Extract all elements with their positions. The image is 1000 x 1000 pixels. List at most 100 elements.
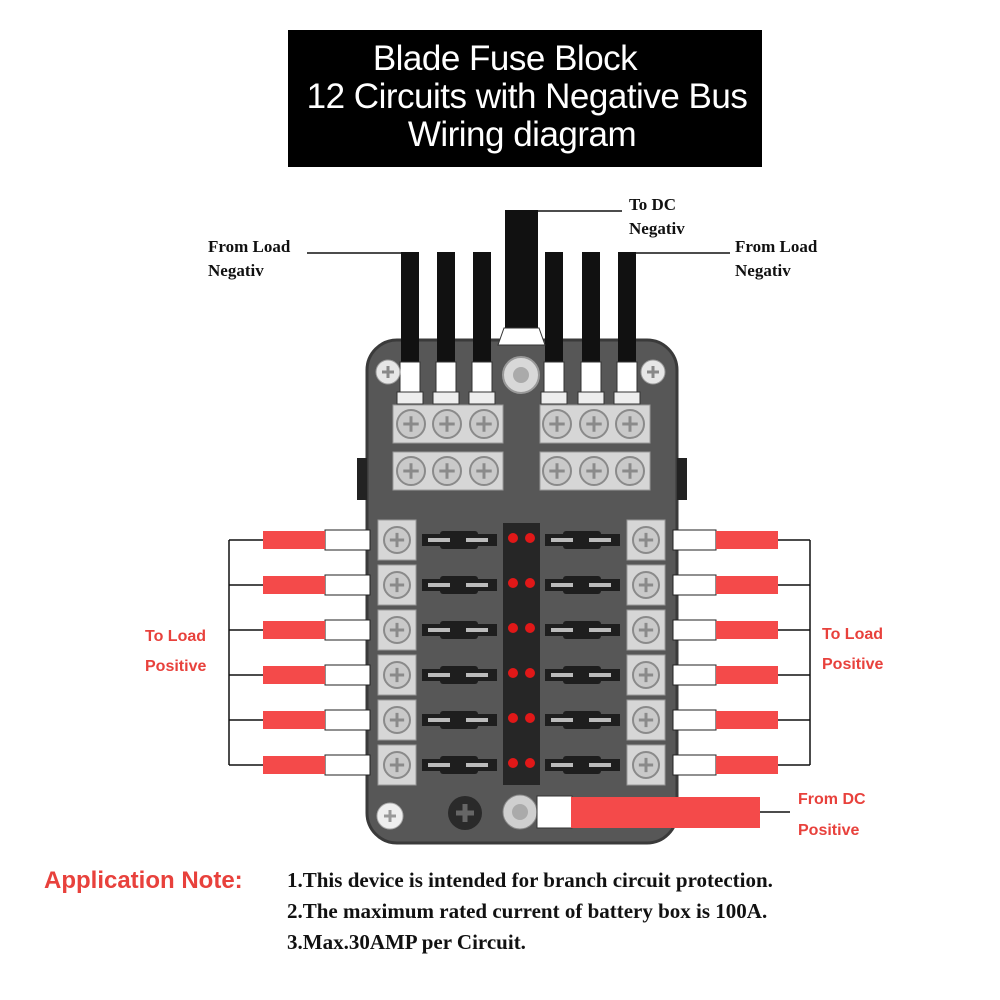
screw-cross xyxy=(549,416,565,432)
load-positive-wire-right xyxy=(716,711,778,729)
label-line: To Load xyxy=(145,628,206,645)
wire-ferrule xyxy=(399,361,421,393)
screw-icon xyxy=(383,751,411,779)
label-line: Positive xyxy=(822,656,883,673)
screw-icon xyxy=(432,456,462,486)
slot-contact xyxy=(551,538,573,542)
screw-cross xyxy=(476,416,492,432)
label-from-load-negative-right: From Load Negativ xyxy=(636,237,818,280)
fuse-slot-center xyxy=(440,666,478,684)
screw-icon xyxy=(383,526,411,554)
slot-contact xyxy=(428,538,450,542)
label-line: Negativ xyxy=(629,219,685,238)
led-indicator xyxy=(508,713,518,723)
fuse-slot-center xyxy=(563,666,601,684)
led-indicator-strip xyxy=(503,523,540,785)
slot-contact xyxy=(589,763,611,767)
led-indicator xyxy=(525,758,535,768)
screw-cross xyxy=(638,757,654,773)
mount-screw-icon xyxy=(640,359,666,385)
screw-icon xyxy=(383,661,411,689)
ferrule-collar xyxy=(432,391,460,405)
led-indicator xyxy=(525,533,535,543)
slot-contact xyxy=(428,583,450,587)
screw-cross xyxy=(549,463,565,479)
slot-contact xyxy=(466,763,488,767)
stud-center xyxy=(513,367,529,383)
side-clip-left xyxy=(357,458,367,500)
from-dc-positive-wire xyxy=(571,797,760,828)
screw-icon xyxy=(632,706,660,734)
led-indicator xyxy=(525,713,535,723)
negative-wire xyxy=(401,252,419,364)
screw-icon xyxy=(579,409,609,439)
screw-cross xyxy=(389,577,405,593)
negative-wire xyxy=(545,252,563,364)
ferrule-collar xyxy=(577,391,605,405)
wire-ferrule xyxy=(471,361,493,393)
negative-wire xyxy=(618,252,636,364)
load-positive-wire-right xyxy=(716,531,778,549)
screw-icon xyxy=(469,409,499,439)
screw-cross xyxy=(403,416,419,432)
wire-ferrule xyxy=(543,361,565,393)
negative-bus-bars xyxy=(392,404,651,491)
led-indicator xyxy=(525,578,535,588)
screw-icon xyxy=(615,409,645,439)
label-line: Positive xyxy=(798,822,859,839)
label-to-load-positive-left: To Load Positive xyxy=(145,628,206,675)
screw-icon xyxy=(542,409,572,439)
screw-cross xyxy=(389,712,405,728)
circuit-row xyxy=(229,609,810,651)
wire-ferrule xyxy=(324,529,371,551)
load-positive-wire-left xyxy=(263,531,325,549)
slot-contact xyxy=(589,718,611,722)
wire-ferrule xyxy=(672,754,717,776)
screw-icon xyxy=(396,456,426,486)
note-item: 2.The maximum rated current of battery b… xyxy=(287,899,767,923)
slot-contact xyxy=(428,763,450,767)
negative-wire xyxy=(437,252,455,364)
label-to-dc-negative: To DC Negativ xyxy=(537,195,685,238)
slot-contact xyxy=(551,628,573,632)
application-note-heading: Application Note: xyxy=(44,867,243,894)
screw-icon xyxy=(383,616,411,644)
title-line-1: Blade Fuse Block xyxy=(373,39,638,78)
load-positive-wire-left xyxy=(263,576,325,594)
wire-ferrule xyxy=(324,619,371,641)
note-item: 3.Max.30AMP per Circuit. xyxy=(287,930,526,954)
led-indicator xyxy=(525,623,535,633)
wire-ferrule xyxy=(324,709,371,731)
screw-cross xyxy=(439,416,455,432)
slot-contact xyxy=(466,628,488,632)
fuse-slot-center xyxy=(440,531,478,549)
screw-cross xyxy=(389,757,405,773)
slot-contact xyxy=(428,718,450,722)
fuse-slot-center xyxy=(440,621,478,639)
label-line: To Load xyxy=(822,626,883,643)
dc-negative-wire xyxy=(505,210,538,328)
slot-contact xyxy=(589,538,611,542)
fuse-slot-center xyxy=(563,711,601,729)
cover-screw-icon xyxy=(448,796,482,830)
screw-icon xyxy=(632,751,660,779)
application-note: Application Note: 1.This device is inten… xyxy=(44,867,773,954)
note-item: 1.This device is intended for branch cir… xyxy=(287,868,773,892)
label-to-load-positive-right: To Load Positive xyxy=(822,626,883,673)
title-box: Blade Fuse Block 12 Circuits with Negati… xyxy=(288,30,762,167)
screw-icon xyxy=(632,526,660,554)
negative-wire xyxy=(473,252,491,364)
screw-icon xyxy=(632,616,660,644)
fuse-slot-center xyxy=(563,621,601,639)
load-positive-wire-left xyxy=(263,711,325,729)
screw-cross xyxy=(622,463,638,479)
fuse-slot-center xyxy=(563,531,601,549)
wire-ferrule xyxy=(672,574,717,596)
screw-icon xyxy=(632,571,660,599)
screw-cross xyxy=(439,463,455,479)
screw-cross xyxy=(389,622,405,638)
mount-screw-icon xyxy=(376,802,404,830)
label-line: From Load xyxy=(735,237,818,256)
side-clip-right xyxy=(677,458,687,500)
